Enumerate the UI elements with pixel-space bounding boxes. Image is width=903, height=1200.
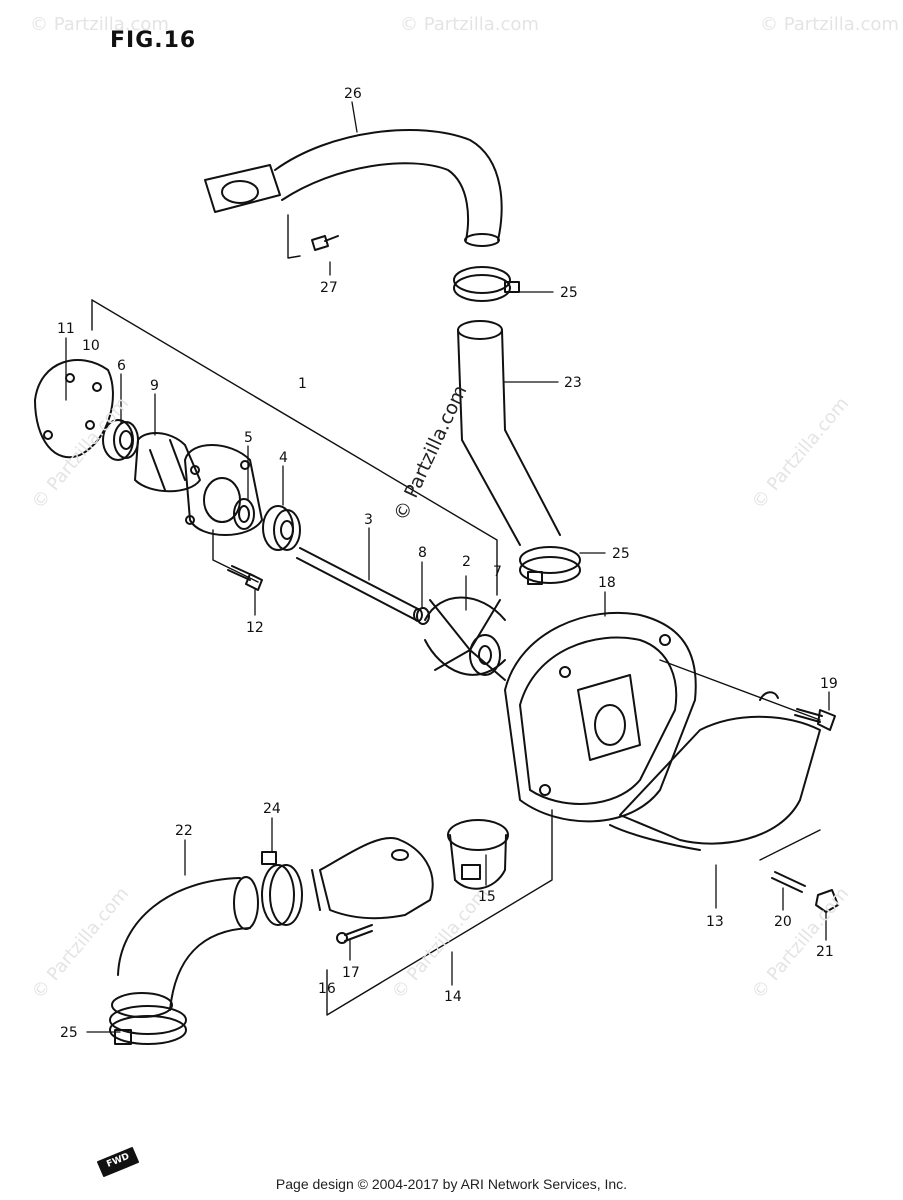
watermark-text: © Partzilla.com: [28, 883, 133, 1003]
callout-4: 4: [279, 450, 288, 466]
thermostat-15[interactable]: [447, 819, 509, 890]
watermark-text: © Partzilla.com: [30, 14, 169, 35]
clamp-24[interactable]: [261, 851, 303, 926]
impeller-2[interactable]: [424, 596, 506, 681]
callout-26: 26: [344, 86, 362, 102]
callout-1: 1: [298, 376, 307, 392]
callout-27: 27: [320, 280, 338, 296]
callout-13: 13: [706, 914, 724, 930]
thermostat-housing-16[interactable]: [311, 837, 434, 920]
callout-20: 20: [774, 914, 792, 930]
stud-20[interactable]: [771, 871, 806, 893]
callout-14: 14: [444, 989, 462, 1005]
bolt-27[interactable]: [311, 235, 339, 251]
bolt-19[interactable]: [794, 708, 836, 731]
callout-16: 16: [318, 981, 336, 997]
watermark-text: © Partzilla.com: [400, 14, 539, 35]
ring-5[interactable]: [233, 498, 255, 530]
pump-cover-18[interactable]: [504, 611, 697, 823]
cover-13[interactable]: [609, 691, 821, 851]
seal-9[interactable]: [134, 432, 201, 493]
callout-10: 10: [82, 338, 100, 354]
nut-21[interactable]: [815, 889, 839, 913]
shaft-3[interactable]: [296, 547, 423, 622]
page-footer: Page design © 2004-2017 by ARI Network S…: [275, 1176, 628, 1192]
clamp-25-top[interactable]: [453, 266, 520, 302]
callout-24: 24: [263, 801, 281, 817]
callout-23: 23: [564, 375, 582, 391]
watermarks: © Partzilla.com © Partzilla.com © Partzi…: [28, 14, 899, 1003]
bolt-17[interactable]: [336, 924, 373, 944]
callout-6: 6: [117, 358, 126, 374]
watermark-text: © Partzilla.com: [748, 883, 853, 1003]
callout-22: 22: [175, 823, 193, 839]
callout-25-mid: 25: [612, 546, 630, 562]
callout-9: 9: [150, 378, 159, 394]
callout-7: 7: [493, 564, 502, 580]
watermark-text: © Partzilla.com: [760, 14, 899, 35]
mechanical-seal-4[interactable]: [262, 505, 301, 551]
clamp-25-mid[interactable]: [519, 546, 581, 585]
callout-17: 17: [342, 965, 360, 981]
clamp-25-bottom[interactable]: [109, 1005, 187, 1045]
pump-housing-1[interactable]: [184, 444, 263, 536]
callout-12: 12: [246, 620, 264, 636]
hose-23[interactable]: [457, 320, 561, 546]
callout-25-top: 25: [560, 285, 578, 301]
watermark-text: © Partzilla.com: [748, 393, 853, 513]
callout-21: 21: [816, 944, 834, 960]
forward-arrow-icon: [97, 1147, 139, 1177]
callout-8: 8: [418, 545, 427, 561]
callout-25-bottom: 25: [60, 1025, 78, 1041]
hose-22[interactable]: [111, 876, 259, 1018]
callout-3: 3: [364, 512, 373, 528]
callout-5: 5: [244, 430, 253, 446]
callout-2: 2: [462, 554, 471, 570]
callouts: 1 2 3 4 5 6 7 8 9 10 11 12 13 14 15 16 1…: [57, 86, 838, 1170]
callout-19: 19: [820, 676, 838, 692]
figure-title: FIG.16: [110, 28, 197, 53]
callout-11: 11: [57, 321, 75, 337]
callout-18: 18: [598, 575, 616, 591]
bolt-12[interactable]: [227, 565, 263, 591]
pipe-26[interactable]: [204, 129, 503, 247]
pin-8[interactable]: [416, 607, 430, 625]
callout-15: 15: [478, 889, 496, 905]
watermark-main: © Partzilla.com: [390, 382, 472, 524]
gasket-11[interactable]: [34, 359, 114, 458]
